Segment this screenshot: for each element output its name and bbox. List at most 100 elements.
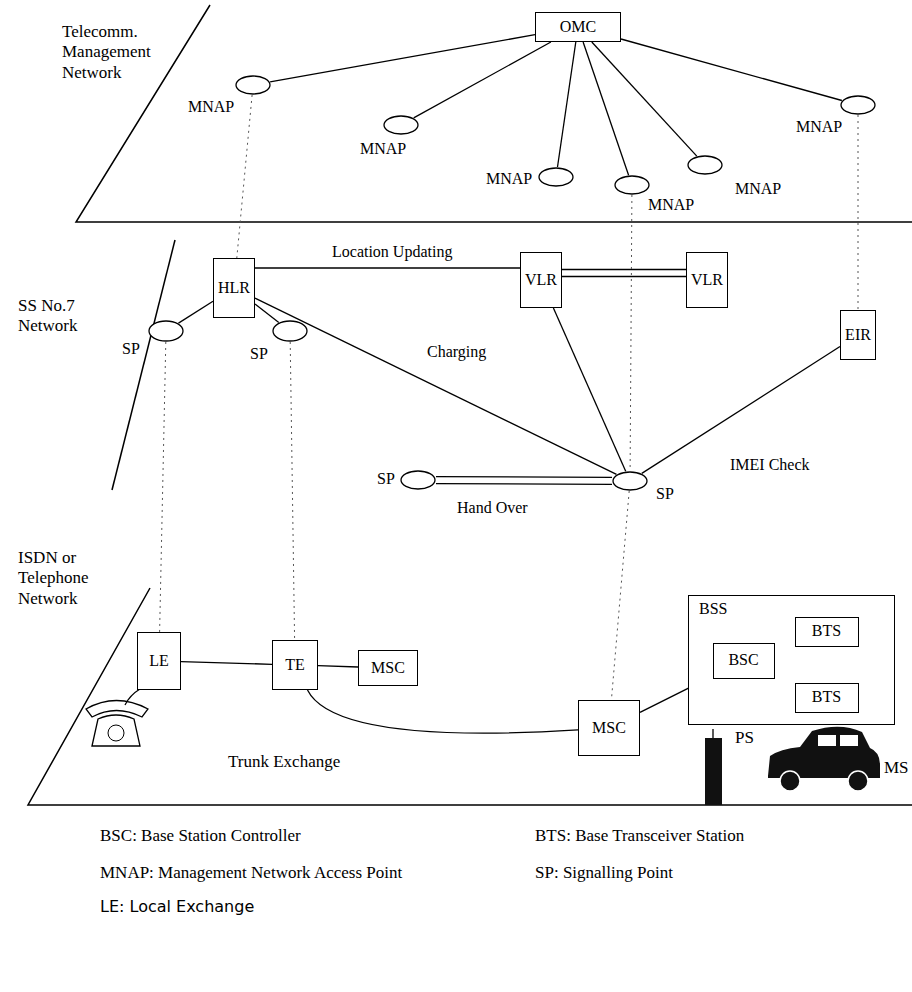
abbreviation-note: MNAP: Management Network Access Point: [100, 863, 402, 883]
ellipse-outline: [614, 175, 650, 195]
access-point-ellipse: MNAP: [538, 167, 574, 187]
controller-box: BSC: [713, 643, 775, 679]
connector-line: [255, 298, 617, 474]
connector-line: [553, 308, 625, 471]
register-box: VLR: [520, 252, 562, 308]
exchange-box: LE: [137, 632, 181, 690]
signalling-plane: [112, 240, 175, 490]
car-wheel: [780, 771, 800, 791]
ellipse-shape: [273, 321, 307, 341]
connector-line: [181, 662, 272, 665]
connector-line: [179, 301, 214, 323]
ellipse-shape: [149, 321, 183, 341]
dotted-connector: [160, 342, 166, 632]
station-label: PS: [735, 728, 754, 748]
switching-center-box: MSC: [578, 700, 640, 756]
phone-handset: [86, 701, 148, 718]
phone-cord: [125, 689, 140, 705]
plane-label: ISDN or Telephone Network: [18, 548, 106, 609]
ellipse-shape: [841, 96, 875, 114]
subsystem-group: BSS BSC BTS BTS: [688, 595, 895, 725]
access-point-ellipse: MNAP: [687, 155, 723, 175]
transceiver-box: BTS: [795, 683, 859, 713]
ellipse-outline: [148, 320, 184, 342]
pole: [705, 738, 722, 805]
node-label: MNAP: [486, 170, 532, 188]
connector-line: [642, 347, 840, 474]
access-point-ellipse: MNAP: [614, 175, 650, 195]
node-label: MNAP: [188, 98, 234, 116]
node-label: MSC: [592, 719, 626, 737]
plane-label-text: Telecomm. Management Network: [62, 22, 162, 83]
car-wheel: [848, 771, 868, 791]
station-label: MS: [884, 758, 909, 778]
ellipse-outline: [383, 115, 419, 135]
station-label-text: MS: [884, 758, 909, 778]
connector-label-text: Charging: [425, 342, 488, 361]
ellipse-shape: [539, 168, 573, 186]
connector-label: Hand Over: [455, 498, 530, 517]
connector-line: [414, 42, 551, 118]
abbreviation-note: BTS: Base Transceiver Station: [535, 826, 744, 846]
ellipse-shape: [236, 76, 270, 94]
node-label: TE: [285, 656, 305, 674]
abbreviation-note-text: MNAP: Management Network Access Point: [100, 863, 402, 883]
connector-label-text: Hand Over: [455, 498, 530, 517]
connector-line: [621, 39, 842, 101]
plane-label: SS No.7 Network: [18, 296, 100, 337]
exchange-box: TE: [272, 640, 318, 690]
management-center-box: OMC: [535, 12, 621, 42]
ellipse-shape: [401, 471, 435, 489]
access-point-ellipse: MNAP: [235, 75, 271, 95]
abbreviation-note-text: BSC: Base Station Controller: [100, 826, 301, 846]
abbreviation-note-text: BTS: Base Transceiver Station: [535, 826, 744, 846]
ellipse-shape: [613, 472, 647, 490]
telephone-plane: [28, 588, 912, 805]
node-label: MNAP: [648, 196, 694, 214]
abbreviation-note: SP: Signalling Point: [535, 863, 673, 883]
access-point-ellipse: SP: [272, 320, 308, 342]
node-label: MNAP: [360, 140, 406, 158]
node-label: MNAP: [796, 118, 842, 136]
management-plane: [76, 5, 912, 222]
ellipse-outline: [612, 471, 648, 491]
node-label: VLR: [525, 271, 557, 289]
node-label: MNAP: [735, 180, 781, 198]
node-label: LE: [149, 652, 169, 670]
node-label: BSS: [699, 600, 727, 618]
abbreviation-note-text: SP: Signalling Point: [535, 863, 673, 883]
plane-label: Telecomm. Management Network: [62, 22, 162, 83]
connector-label-text: IMEI Check: [728, 455, 812, 474]
transceiver-box: BTS: [795, 617, 859, 647]
dotted-connector: [630, 195, 632, 471]
ellipse-shape: [615, 176, 649, 194]
node-label: EIR: [845, 326, 871, 344]
abbreviation-note: BSC: Base Station Controller: [100, 826, 301, 846]
phone-base: [92, 715, 140, 746]
access-point-ellipse: SP: [612, 471, 648, 491]
node-label: MSC: [371, 659, 405, 677]
node-label: HLR: [218, 279, 250, 297]
dotted-connector: [290, 342, 294, 640]
connector-label-text: Location Updating: [330, 242, 454, 261]
node-label: BTS: [812, 622, 841, 640]
abbreviation-note: LE: Local Exchange: [100, 897, 254, 916]
connector-line: [592, 42, 697, 156]
connector-line: [308, 690, 579, 733]
car-symbol: [768, 727, 880, 791]
connector-label: IMEI Check: [728, 455, 812, 474]
connector-line: [318, 666, 358, 667]
portable-station-symbol: [705, 729, 722, 805]
node-label: OMC: [560, 18, 596, 36]
station-label-text: PS: [735, 728, 754, 748]
switching-center-box: MSC: [358, 650, 418, 686]
ellipse-outline: [235, 75, 271, 95]
car-window: [818, 735, 836, 746]
plane-label-text: SS No.7 Network: [18, 296, 100, 337]
register-box: HLR: [213, 258, 255, 318]
node-label: BTS: [812, 688, 841, 706]
node-label: BSC: [728, 651, 758, 669]
connector-line: [255, 267, 520, 268]
